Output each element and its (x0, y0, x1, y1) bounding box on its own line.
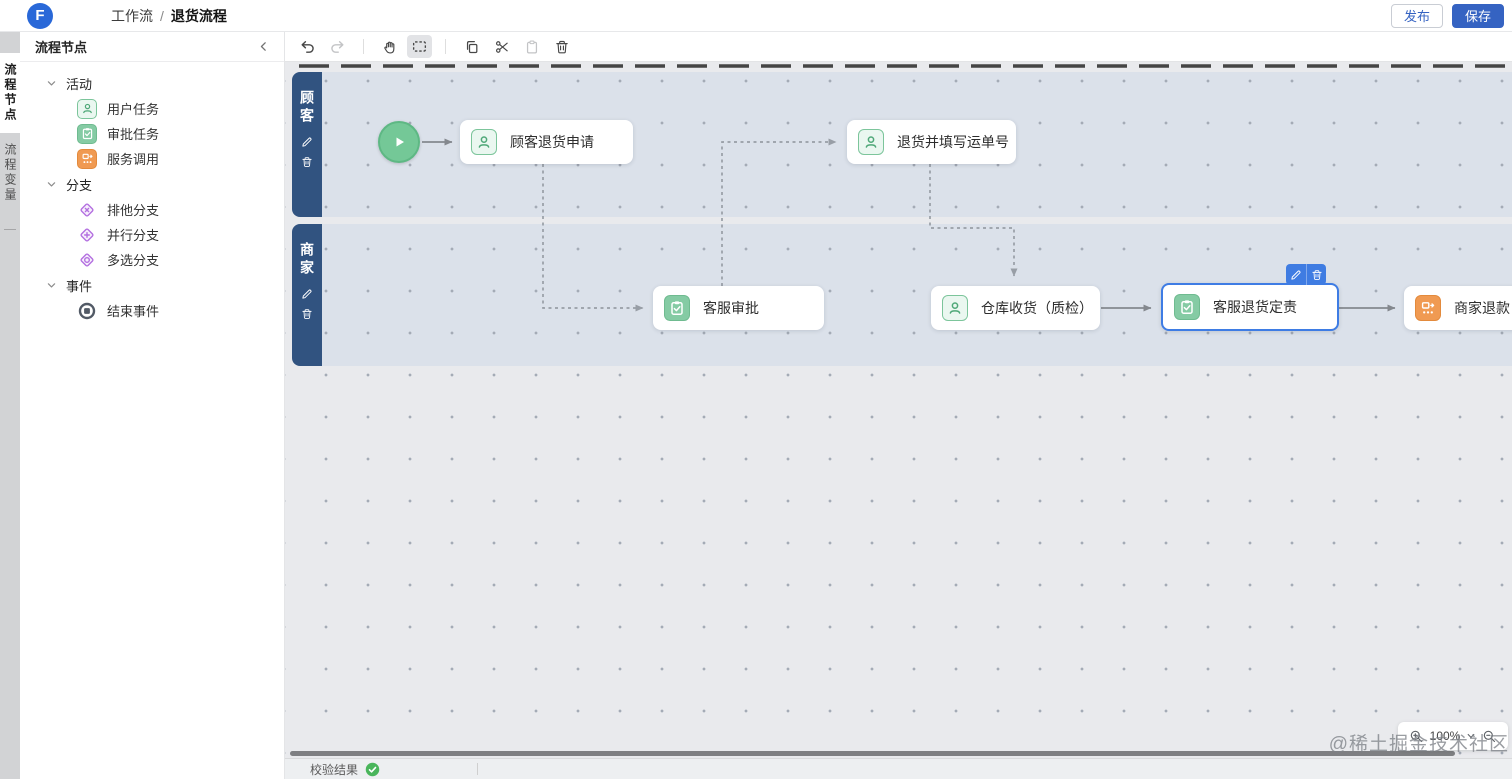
lane-merchant-header[interactable]: 商家 (292, 224, 322, 366)
publish-button[interactable]: 发布 (1390, 3, 1443, 28)
cut-icon[interactable] (489, 35, 514, 58)
palette-group-event[interactable]: 事件 (20, 272, 284, 298)
palette-item-service-call[interactable]: 服务调用 (20, 146, 284, 171)
palette-body: 活动 用户任务 审批任务 (20, 62, 284, 323)
approval-task-icon (1174, 294, 1200, 320)
node-label: 商家退款 (1454, 300, 1510, 316)
toolbar-divider (445, 39, 446, 54)
validation-success-icon (365, 762, 380, 777)
breadcrumb-section[interactable]: 工作流 (111, 7, 153, 24)
delete-icon[interactable] (549, 35, 574, 58)
chevron-down-icon (47, 181, 56, 187)
marquee-select-icon[interactable] (407, 35, 432, 58)
node-label: 客服退货定责 (1213, 299, 1297, 315)
palette-item-parallel-gateway[interactable]: 并行分支 (20, 222, 284, 247)
zoom-panel: 100% (1398, 722, 1508, 750)
exclusive-gateway-icon (77, 200, 97, 220)
service-call-icon (77, 148, 97, 169)
topbar: F 工作流 / 退货流程 发布 保存 (0, 0, 1512, 32)
edit-lane-icon[interactable] (301, 136, 313, 148)
user-task-icon (471, 129, 497, 155)
node-label: 仓库收货（质检） (981, 300, 1093, 316)
service-call-icon (1415, 295, 1441, 321)
node-cs-return-liability[interactable]: 客服退货定责 (1161, 283, 1339, 331)
tabstrip-divider (4, 229, 16, 230)
chevron-down-icon (47, 282, 56, 288)
node-customer-return-request[interactable]: 顾客退货申请 (460, 120, 633, 164)
inclusive-gateway-icon (77, 250, 97, 270)
topbar-actions: 发布 保存 (1390, 3, 1504, 28)
breadcrumb: 工作流 / 退货流程 (111, 6, 227, 26)
palette-title: 流程节点 (35, 40, 88, 55)
node-label: 顾客退货申请 (510, 134, 594, 150)
tab-process-nodes[interactable]: 流程节点 (0, 53, 20, 133)
end-event-icon (77, 301, 97, 321)
validation-result-label[interactable]: 校验结果 (310, 762, 359, 777)
palette-group-activity[interactable]: 活动 (20, 70, 284, 96)
node-palette: 流程节点 活动 用户任务 (20, 32, 285, 779)
breadcrumb-separator: / (160, 7, 164, 24)
zoom-out-icon[interactable] (1482, 729, 1497, 744)
lane-tools (301, 288, 313, 320)
toolbar-divider (363, 39, 364, 54)
zoom-in-icon[interactable] (1409, 729, 1424, 744)
approval-task-icon (77, 123, 97, 144)
breadcrumb-current: 退货流程 (170, 7, 227, 24)
redo-icon[interactable] (325, 35, 350, 58)
paste-icon[interactable] (519, 35, 544, 58)
save-button[interactable]: 保存 (1451, 3, 1504, 28)
flow-canvas[interactable]: 顾客 商家 (285, 62, 1512, 758)
palette-group-gateway[interactable]: 分支 (20, 171, 284, 197)
palette-item-inclusive-gateway[interactable]: 多选分支 (20, 247, 284, 272)
palette-item-end-event[interactable]: 结束事件 (20, 298, 284, 323)
start-event-node[interactable] (378, 121, 420, 163)
lane-label: 商家 (299, 242, 315, 278)
approval-task-icon (664, 295, 690, 321)
collapse-panel-icon[interactable] (254, 38, 272, 56)
user-task-icon (942, 295, 968, 321)
undo-icon[interactable] (295, 35, 320, 58)
horizontal-scrollbar[interactable] (290, 751, 1455, 756)
app-logo: F (27, 2, 53, 29)
edit-node-icon[interactable] (1286, 264, 1306, 285)
canvas-toolbar (285, 32, 1512, 62)
palette-header: 流程节点 (20, 32, 284, 62)
chevron-down-icon (47, 80, 56, 86)
node-return-fill-tracking-no[interactable]: 退货并填写运单号 (847, 120, 1016, 164)
node-label: 退货并填写运单号 (897, 134, 1009, 150)
node-customer-service-approval[interactable]: 客服审批 (653, 286, 824, 330)
node-action-toolbar (1286, 264, 1326, 285)
lane-tools (301, 136, 313, 168)
content: 流程节点 流程变量 流程节点 活动 用 (0, 32, 1512, 779)
delete-lane-icon[interactable] (301, 308, 313, 320)
palette-item-exclusive-gateway[interactable]: 排他分支 (20, 197, 284, 222)
chevron-down-icon[interactable] (1466, 731, 1476, 741)
tab-process-variables[interactable]: 流程变量 (3, 143, 17, 203)
workspace: 顾客 商家 (285, 32, 1512, 779)
palette-item-user-task[interactable]: 用户任务 (20, 96, 284, 121)
node-merchant-refund[interactable]: 商家退款 (1404, 286, 1512, 330)
delete-lane-icon[interactable] (301, 156, 313, 168)
zoom-level[interactable]: 100% (1429, 729, 1461, 743)
play-icon (396, 137, 404, 147)
node-label: 客服审批 (703, 300, 759, 316)
lane-label: 顾客 (299, 90, 315, 126)
node-warehouse-receive-qc[interactable]: 仓库收货（质检） (931, 286, 1100, 330)
statusbar: 校验结果 (285, 758, 1512, 779)
parallel-gateway-icon (77, 225, 97, 245)
user-task-icon (858, 129, 884, 155)
edit-lane-icon[interactable] (301, 288, 313, 300)
palette-item-approval-task[interactable]: 审批任务 (20, 121, 284, 146)
delete-node-icon[interactable] (1306, 264, 1326, 285)
statusbar-divider (477, 763, 479, 775)
left-tabstrip: 流程节点 流程变量 (0, 32, 20, 779)
copy-icon[interactable] (459, 35, 484, 58)
user-task-icon (77, 98, 97, 119)
lane-customer-header[interactable]: 顾客 (292, 72, 322, 217)
pan-hand-icon[interactable] (377, 35, 402, 58)
